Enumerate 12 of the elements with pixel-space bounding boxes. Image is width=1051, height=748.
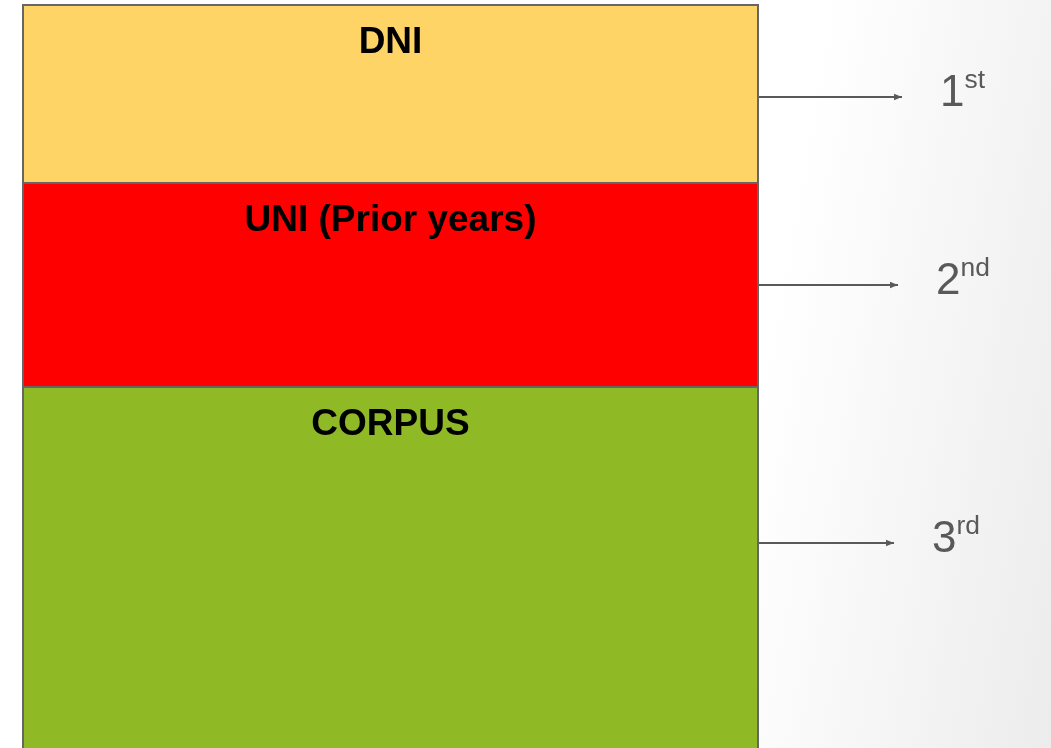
layer-band [22,386,759,748]
layer-title: DNI [358,20,423,62]
arrow [758,539,895,547]
layer-band [22,4,759,184]
layer-band [22,182,759,388]
arrow [758,93,903,101]
layer-title: UNI (Prior years) [244,198,537,240]
order-label: 2$^{nd}$ [936,254,991,304]
order-label: 1$^{st}$ [940,66,986,116]
order-label: 3$^{rd}$ [932,512,981,562]
layer-title: CORPUS [311,402,470,444]
arrow [758,281,899,289]
